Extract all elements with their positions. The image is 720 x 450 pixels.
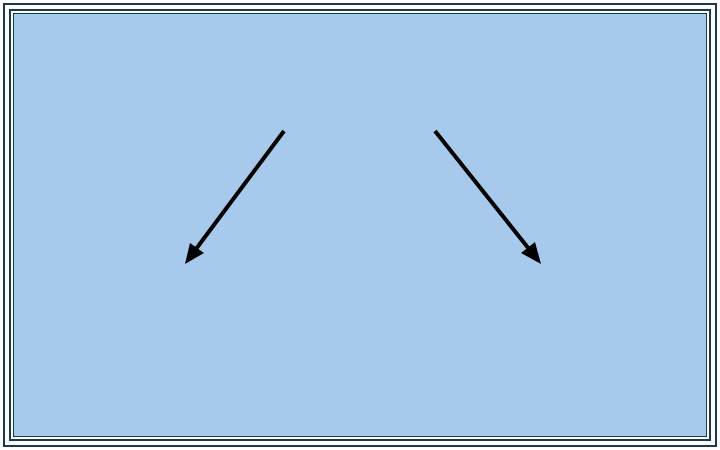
left-arrow [185,129,286,264]
right-arrow [433,129,541,264]
inner-frame-border [9,9,711,441]
diagram-canvas [13,13,707,437]
